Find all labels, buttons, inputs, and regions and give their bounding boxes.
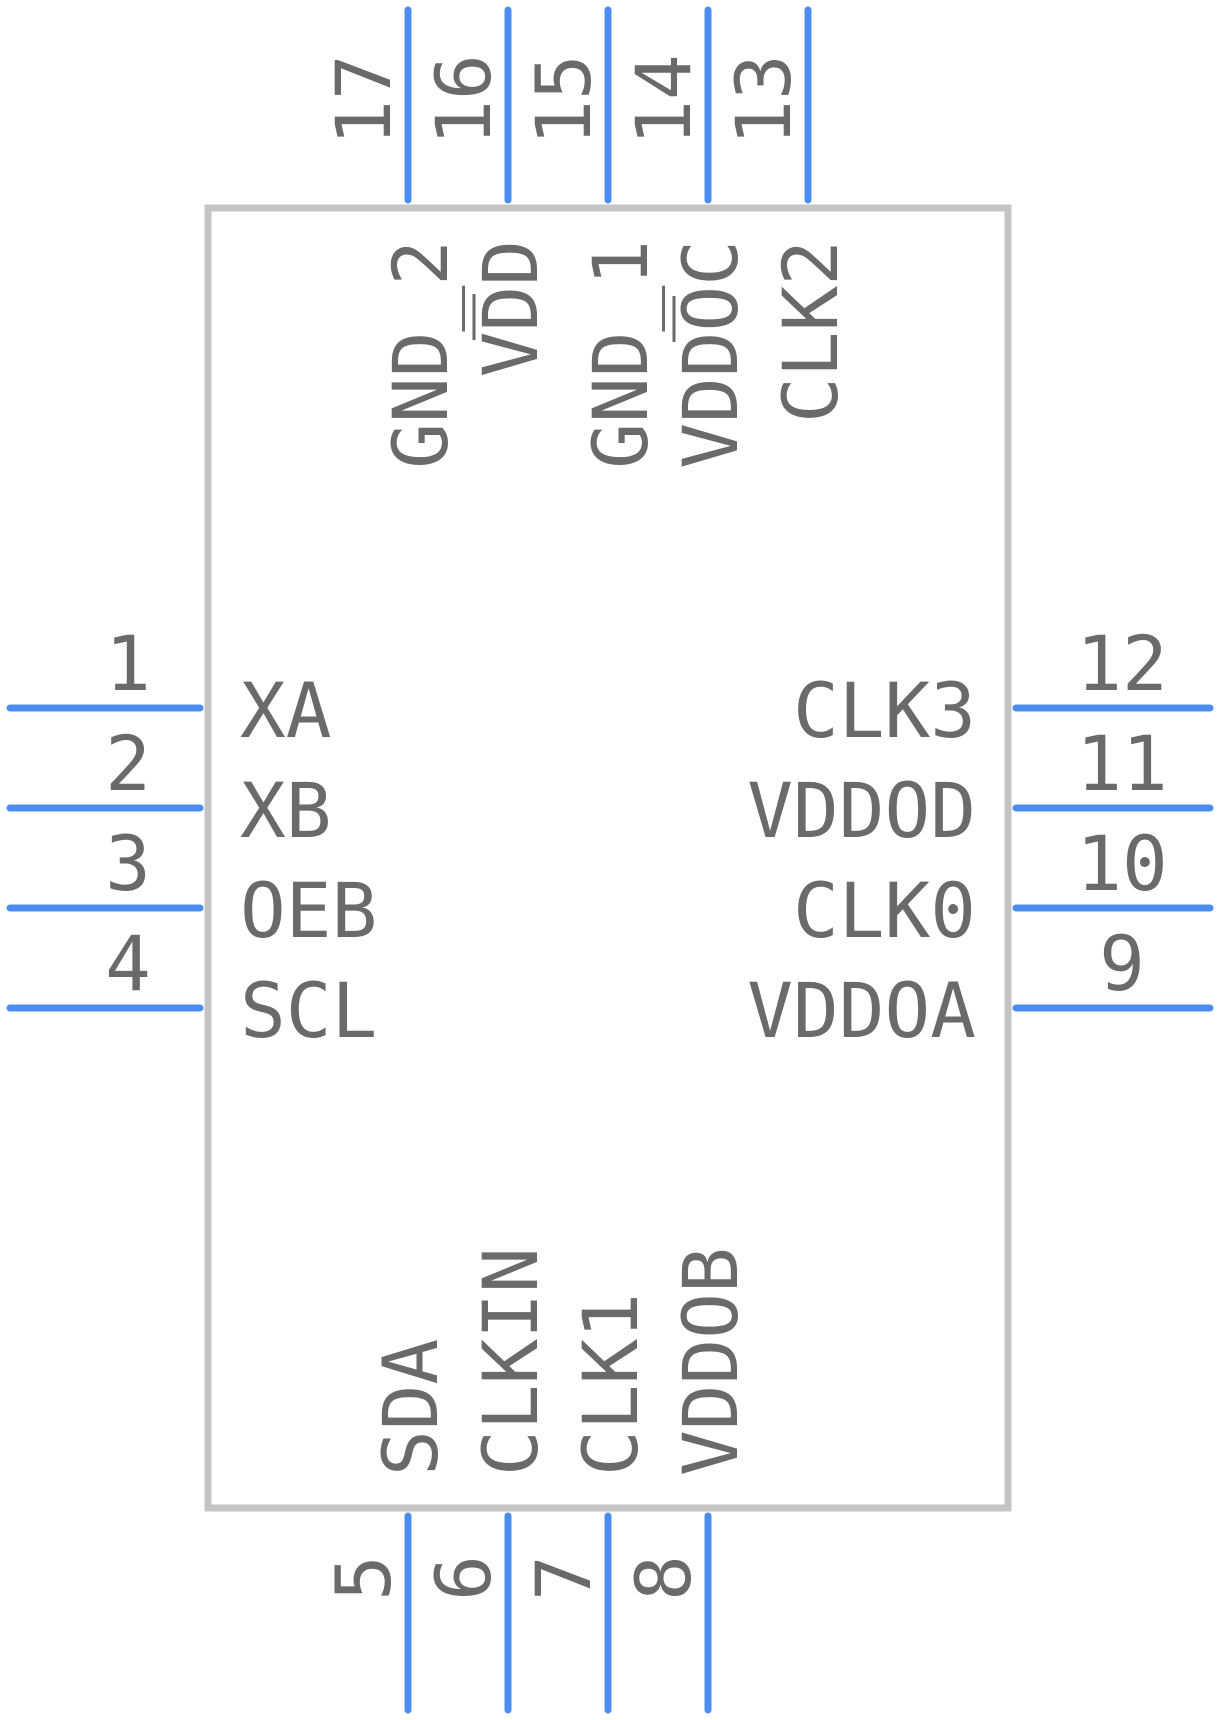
top-pin-16[interactable]: 16 VDD xyxy=(419,6,555,377)
pin-number: 5 xyxy=(319,1555,408,1601)
bottom-pin-5[interactable]: 5 SDA xyxy=(319,1339,455,1714)
pin-name: CLK3 xyxy=(793,666,976,755)
pin-name: XA xyxy=(240,666,332,755)
pin-name: VDDOD xyxy=(747,766,976,855)
pin-number: 14 xyxy=(619,54,708,146)
component-body xyxy=(204,204,1012,1512)
pin-name: VDD xyxy=(466,240,555,377)
pin-name: VDDOA xyxy=(747,966,976,1055)
bottom-pin-7[interactable]: 7 CLK1 xyxy=(519,1293,655,1714)
pin-name: GND_1 xyxy=(576,240,665,469)
pin-name: SCL xyxy=(240,966,377,1055)
top-pin-14[interactable]: 14 VDDOC xyxy=(619,6,755,469)
pin-name: GND_2 xyxy=(376,240,465,469)
pin-number: 9 xyxy=(1099,919,1145,1008)
pin-name: CLK0 xyxy=(793,866,976,955)
pin-number: 3 xyxy=(105,819,151,908)
pin-number: 2 xyxy=(105,719,151,808)
pin-number: 17 xyxy=(319,54,408,146)
pin-number: 16 xyxy=(419,54,508,146)
right-pin-12[interactable]: 12 CLK3 xyxy=(793,619,1214,755)
pin-name: CLKIN xyxy=(466,1247,555,1476)
pin-name: XB xyxy=(240,766,332,855)
pin-name: OEB xyxy=(240,866,377,955)
left-pin-4[interactable]: 4 SCL xyxy=(6,919,377,1055)
pin-name: CLK2 xyxy=(766,240,855,423)
left-pin-1[interactable]: 1 XA xyxy=(6,619,332,755)
pin-number: 4 xyxy=(105,919,151,1008)
pin-number: 6 xyxy=(419,1555,508,1601)
left-pin-2[interactable]: 2 XB xyxy=(6,719,332,855)
bottom-pin-8[interactable]: 8 VDDOB xyxy=(619,1247,755,1714)
pin-number: 10 xyxy=(1076,819,1168,908)
top-pin-17[interactable]: 17 GND_2 xyxy=(319,6,465,469)
pin-number: 11 xyxy=(1076,719,1168,808)
pin-name: VDDOB xyxy=(666,1247,755,1476)
pin-name: CLK1 xyxy=(566,1293,655,1476)
pin-name: VDDOC xyxy=(666,240,755,469)
bottom-pin-6[interactable]: 6 CLKIN xyxy=(419,1247,555,1714)
right-pin-10[interactable]: 10 CLK0 xyxy=(793,819,1214,955)
top-pin-15[interactable]: 15 GND_1 xyxy=(519,6,665,469)
right-pin-11[interactable]: 11 VDDOD xyxy=(747,719,1214,855)
pin-number: 12 xyxy=(1076,619,1168,708)
pin-number: 8 xyxy=(619,1555,708,1601)
pin-number: 15 xyxy=(519,54,608,146)
right-pin-9[interactable]: 9 VDDOA xyxy=(747,919,1214,1055)
pin-number: 13 xyxy=(719,54,808,146)
left-pin-3[interactable]: 3 OEB xyxy=(6,819,377,955)
pin-number: 7 xyxy=(519,1555,608,1601)
pin-name: SDA xyxy=(366,1339,455,1476)
pin-number: 1 xyxy=(105,619,151,708)
top-pin-13[interactable]: 13 CLK2 xyxy=(719,6,855,423)
